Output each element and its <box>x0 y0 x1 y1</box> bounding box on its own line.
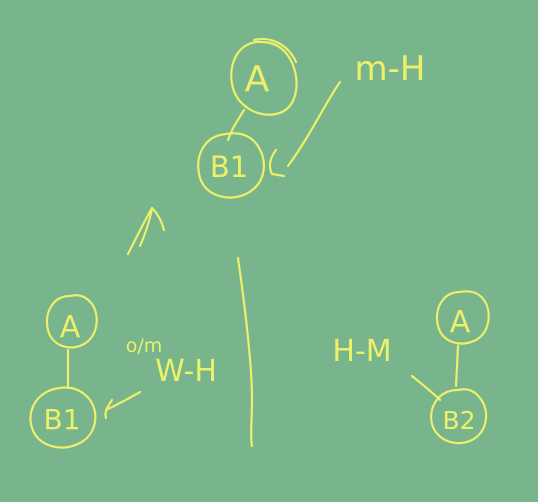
right-tree: H-M A B2 <box>332 290 490 445</box>
vertical-divider <box>236 256 254 448</box>
top-tree-annotation: m-H <box>355 49 426 89</box>
left-tree-arrow <box>104 390 142 420</box>
top-tree-node-b1-label: B1 <box>210 150 248 184</box>
top-tree: A B1 m-H <box>197 37 426 199</box>
left-tree: A B1 o/m W-H <box>29 294 217 449</box>
top-tree-node-a-label: A <box>245 59 270 100</box>
top-tree-edge <box>226 108 246 142</box>
left-tree-node-b1: B1 <box>29 386 97 449</box>
left-tree-node-a-label: A <box>60 310 81 345</box>
top-tree-node-a: A <box>230 37 298 116</box>
right-tree-edge <box>454 344 460 388</box>
left-tree-annotation: W-H <box>155 354 217 389</box>
up-arrow-mark <box>126 206 166 256</box>
right-tree-node-a: A <box>435 290 490 345</box>
right-tree-node-b2-label: B2 <box>442 406 475 435</box>
left-tree-node-a: A <box>45 294 98 349</box>
top-tree-arrow <box>268 80 342 178</box>
right-tree-node-b2: B2 <box>430 388 488 445</box>
top-tree-node-b1: B1 <box>197 132 265 199</box>
right-tree-side-stroke <box>410 374 442 402</box>
right-tree-annotation: H-M <box>332 334 391 369</box>
left-tree-node-b1-label: B1 <box>43 403 80 436</box>
right-tree-node-a-label: A <box>450 305 471 340</box>
left-tree-annotation-small: o/m <box>126 335 163 357</box>
